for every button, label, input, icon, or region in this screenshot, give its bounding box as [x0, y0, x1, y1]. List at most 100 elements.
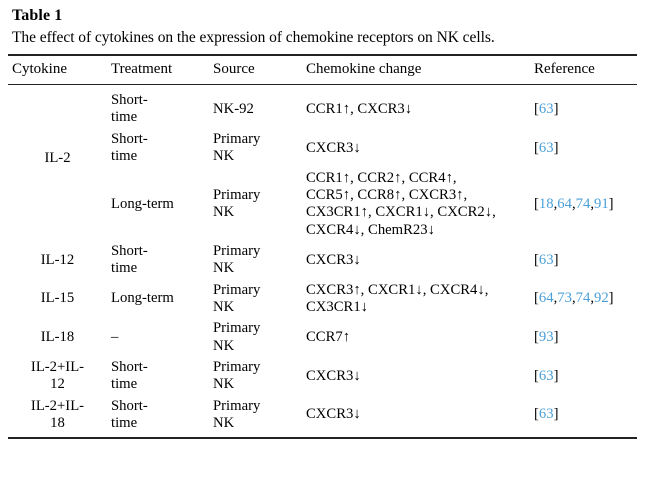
reference-link[interactable]: 74 [575, 290, 591, 307]
cell-cytokine [8, 168, 107, 241]
chemokine-change-value: CXCR3↓ [306, 252, 526, 269]
treatment-value-line: time [111, 414, 138, 431]
source-value-line: NK [213, 414, 235, 431]
chemokine-change-value-line: CXCR3↓ [306, 406, 361, 423]
chemokine-change-value-line: CCR1↑, CXCR3↓ [306, 100, 413, 117]
reference-bracket-open: [ [534, 290, 539, 307]
cell-treatment: Short-time [107, 395, 209, 440]
cell-chemokine-change: CXCR3↓ [302, 241, 530, 280]
reference-citation[interactable]: [18,64,74,91] [534, 196, 633, 213]
cell-chemokine-change: CXCR3↑, CXCR1↓, CXCR4↓,CX3CR1↓ [302, 280, 530, 319]
reference-bracket-open: [ [534, 328, 539, 345]
chemokine-change-value-line: CCR7↑ [306, 328, 351, 345]
treatment-value-line: Long-term [111, 195, 174, 212]
cell-reference: [63] [530, 129, 637, 168]
treatment-value-line: Long-term [111, 290, 174, 307]
chemokine-change-value-line: CCR1↑, CCR2↑, CCR4↑, [306, 169, 457, 186]
chemokine-change-value-line: CXCR3↓ [306, 251, 361, 268]
reference-link[interactable]: 63 [538, 251, 554, 268]
cell-treatment: Short-time [107, 129, 209, 168]
chemokine-change-value: CCR1↑, CXCR3↓ [306, 101, 526, 118]
reference-link[interactable]: 63 [538, 100, 554, 117]
source-value-line: NK [213, 337, 235, 354]
cell-chemokine-change: CCR7↑ [302, 318, 530, 357]
reference-bracket-open: [ [534, 406, 539, 423]
reference-bracket-open: [ [534, 139, 539, 156]
cell-cytokine [8, 85, 107, 129]
source-value-line: NK [213, 298, 235, 315]
reference-link[interactable]: 92 [593, 290, 609, 307]
reference-link[interactable]: 74 [575, 195, 591, 212]
table-label: Table 1 [12, 7, 63, 24]
cell-chemokine-change: CXCR3↓ [302, 357, 530, 396]
cell-treatment: Long-term [107, 168, 209, 241]
reference-citation[interactable]: [63] [534, 101, 633, 118]
cell-reference: [93] [530, 318, 637, 357]
reference-bracket-open: [ [534, 195, 539, 212]
source-value-line: NK [213, 204, 235, 221]
cell-treatment: Short-time [107, 357, 209, 396]
chemokine-change-value: CXCR3↓ [306, 368, 526, 385]
treatment-value: – [111, 329, 205, 346]
treatment-value-line: Short- [111, 242, 148, 259]
reference-bracket-close: ] [553, 406, 559, 423]
reference-citation[interactable]: [64,73,74,92] [534, 290, 633, 307]
cell-reference: [64,73,74,92] [530, 280, 637, 319]
header-row: Cytokine Treatment Source Chemokine chan… [8, 54, 637, 86]
column-header-cytokine: Cytokine [8, 54, 107, 86]
chemokine-change-value-line: CXCR3↓ [306, 139, 361, 156]
reference-link[interactable]: 64 [538, 290, 554, 307]
reference-citation[interactable]: [63] [534, 140, 633, 157]
reference-citation[interactable]: [93] [534, 329, 633, 346]
cell-chemokine-change: CCR1↑, CCR2↑, CCR4↑,CCR5↑, CCR8↑, CXCR3↑… [302, 168, 530, 241]
reference-bracket-open: [ [534, 367, 539, 384]
cell-reference: [63] [530, 395, 637, 440]
reference-bracket-close: ] [553, 139, 559, 156]
reference-link[interactable]: 63 [538, 367, 554, 384]
reference-link[interactable]: 63 [538, 139, 554, 156]
treatment-value: Short-time [111, 243, 205, 278]
reference-link[interactable]: 18 [538, 195, 554, 212]
chemokine-change-value: CXCR3↓ [306, 140, 526, 157]
treatment-value-line: Short- [111, 358, 148, 375]
reference-link[interactable]: 93 [538, 328, 554, 345]
reference-bracket-close: ] [553, 328, 559, 345]
source-value-line: NK [213, 260, 235, 277]
cell-source: NK-92 [209, 85, 302, 129]
cell-cytokine: IL-15 [8, 280, 107, 319]
cytokine-label-line: 12 [50, 376, 65, 393]
chemokine-change-value: CCR7↑ [306, 329, 526, 346]
reference-link[interactable]: 64 [557, 195, 572, 212]
cell-treatment: Long-term [107, 280, 209, 319]
reference-separator: , [590, 290, 594, 307]
reference-link[interactable]: 63 [538, 406, 554, 423]
cytokine-label: IL-2 [44, 150, 71, 167]
source-value-line: NK [213, 148, 235, 165]
reference-link[interactable]: 91 [593, 195, 609, 212]
reference-citation[interactable]: [63] [534, 252, 633, 269]
source-value-line: Primary [213, 358, 261, 375]
source-value-line: NK [213, 376, 235, 393]
chemokine-change-value-line: CX3CR1↓ [306, 298, 369, 315]
reference-citation[interactable]: [63] [534, 406, 633, 423]
cell-cytokine: IL-2+IL-12 [8, 357, 107, 396]
reference-citation[interactable]: [63] [534, 368, 633, 385]
column-header-treatment: Treatment [107, 54, 209, 86]
chemokine-change-value-line: CXCR4↓, ChemR23↓ [306, 221, 435, 238]
chemokine-change-value-line: CXCR3↓ [306, 367, 361, 384]
treatment-value-line: Short- [111, 130, 148, 147]
cytokine-label-line: 18 [50, 414, 65, 431]
reference-link[interactable]: 73 [557, 290, 572, 307]
reference-separator: , [590, 195, 594, 212]
